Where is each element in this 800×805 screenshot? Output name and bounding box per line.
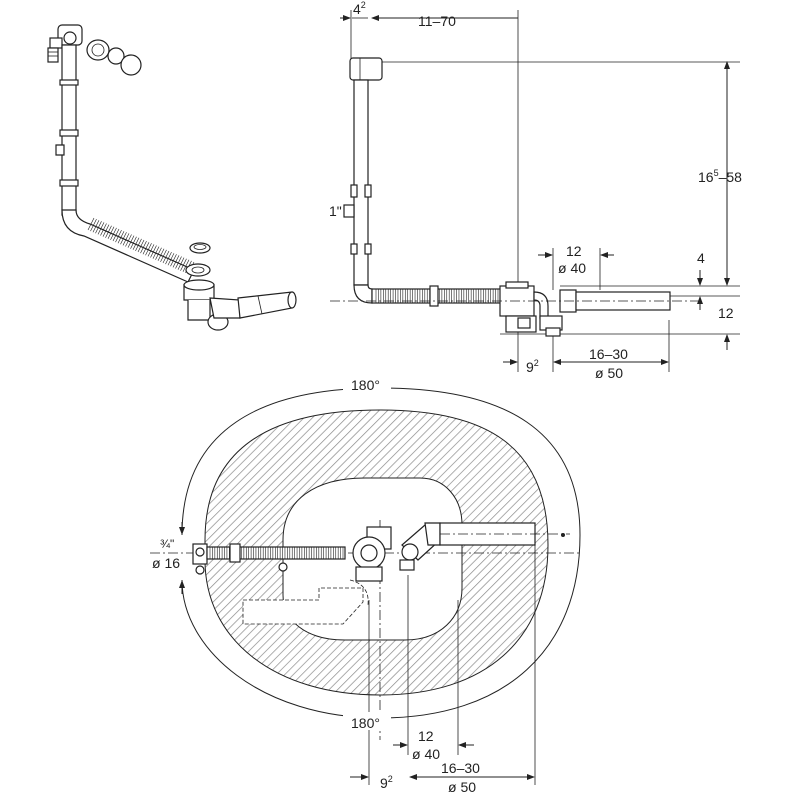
- plan-dim-d50: ø 50: [448, 779, 476, 795]
- dim-side-d40: ø 40: [558, 260, 586, 276]
- plan-dim-9: 92: [380, 774, 393, 791]
- plan-top-angle: 180°: [351, 377, 380, 393]
- plan-horizontal-hose: [206, 546, 346, 560]
- dim-top-span: 11–70: [418, 13, 456, 29]
- plan-thread: ¾": [160, 537, 174, 551]
- dim-side-1630: 16–30: [589, 346, 628, 362]
- dim-side-12: 12: [566, 243, 582, 259]
- side-overflow-head-icon: [349, 57, 383, 81]
- dim-side-right-12: 12: [718, 305, 734, 321]
- plan-dim-12: 12: [418, 728, 434, 744]
- dim-side-d50: ø 50: [595, 365, 623, 381]
- dim-height: 165–58: [698, 168, 742, 185]
- side-elevation: 42 11–70 165–58 1" 12 ø 40 4 12 92 16–30…: [329, 0, 742, 381]
- overflow-head-icon: [47, 24, 83, 63]
- dim-thread: 1": [329, 203, 342, 219]
- plan-view: 180° 180° ¾" ø 16 12 ø 40 92 16–30 ø 50: [150, 374, 581, 795]
- isometric-vertical-pipe: [55, 44, 79, 216]
- overflow-cover-icon: [86, 39, 142, 76]
- isometric-drain-icon: [183, 242, 297, 331]
- swing-outline: [181, 387, 581, 719]
- plan-bottom-angle: 180°: [351, 715, 380, 731]
- plan-dim-1630: 16–30: [441, 760, 480, 776]
- plan-dim-d40: ø 40: [412, 746, 440, 762]
- dim-top-left: 42: [353, 0, 366, 17]
- plan-d16: ø 16: [152, 555, 180, 571]
- isometric-hose: [61, 209, 195, 283]
- side-drain-icon: [499, 281, 671, 337]
- dim-side-4: 4: [697, 250, 705, 266]
- dim-side-9: 92: [526, 358, 539, 375]
- isometric-view: [47, 24, 297, 331]
